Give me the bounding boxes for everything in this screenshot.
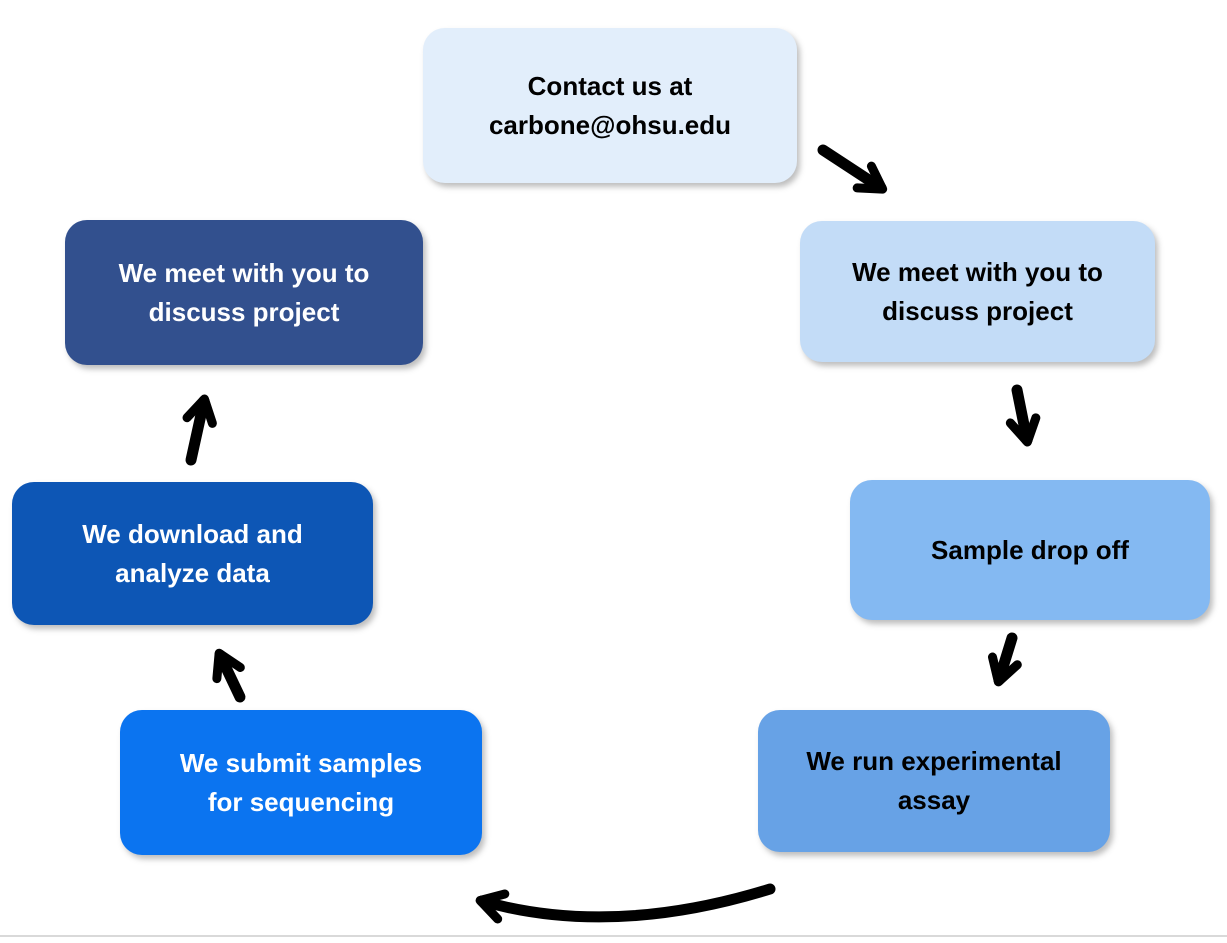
flow-node-meet-left: We meet with you to discuss project bbox=[65, 220, 423, 365]
arrow-submit-samples-to-download-analyze bbox=[212, 648, 246, 703]
flow-node-meet-left-label: We meet with you to discuss project bbox=[118, 257, 370, 327]
flow-node-meet-right: We meet with you to discuss project bbox=[800, 221, 1155, 362]
arrow-meet-right-to-sample-dropoff bbox=[1005, 384, 1041, 447]
flow-node-contact-label: Contact us at carbone@ohsu.edu bbox=[488, 70, 732, 140]
flow-node-sample-dropoff: Sample drop off bbox=[850, 480, 1210, 620]
arrow-sample-dropoff-to-run-assay bbox=[987, 632, 1022, 687]
flow-node-meet-right-label: We meet with you to discuss project bbox=[852, 256, 1103, 326]
arrow-download-analyze-to-meet-left bbox=[182, 394, 217, 466]
flow-node-run-assay: We run experimental assay bbox=[758, 710, 1110, 852]
flow-node-contact: Contact us at carbone@ohsu.edu bbox=[423, 28, 797, 183]
flow-node-download-analyze-label: We download and analyze data bbox=[82, 518, 303, 588]
flow-node-run-assay-label: We run experimental assay bbox=[806, 746, 1062, 815]
flow-node-sample-dropoff-label: Sample drop off bbox=[931, 534, 1129, 565]
arrow-run-assay-to-submit-samples bbox=[475, 883, 776, 924]
bottom-rule bbox=[0, 935, 1227, 937]
flow-node-submit-samples: We submit samples for sequencing bbox=[120, 710, 482, 855]
flow-node-download-analyze: We download and analyze data bbox=[12, 482, 373, 625]
arrow-contact-to-meet-right bbox=[817, 144, 888, 194]
flow-node-submit-samples-label: We submit samples for sequencing bbox=[179, 747, 423, 817]
